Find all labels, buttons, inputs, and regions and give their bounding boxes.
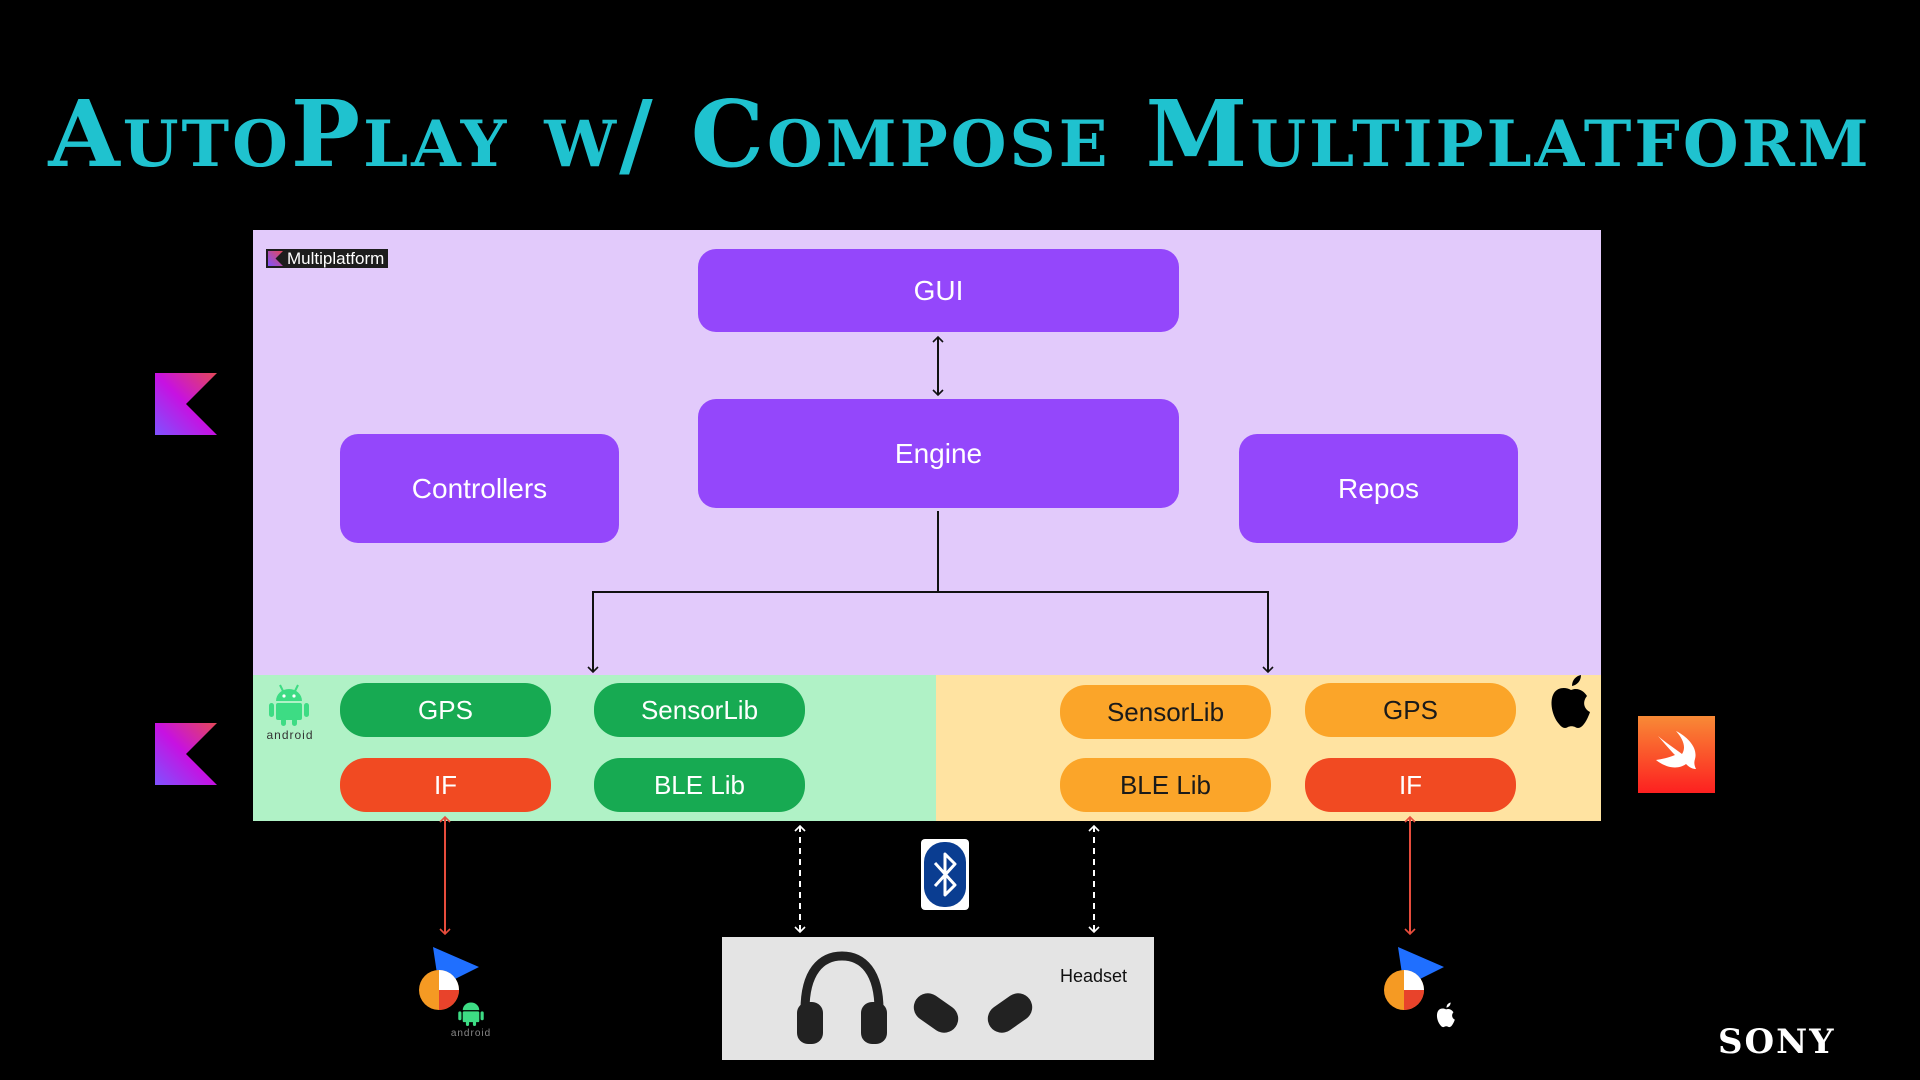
ios-ble-pill: BLE Lib: [1060, 758, 1271, 812]
android-if-pill: IF: [340, 758, 551, 812]
ios-if-label: IF: [1398, 769, 1423, 800]
gui-label: GUI: [913, 274, 964, 306]
android-sensorlib-label: SensorLib: [640, 694, 759, 725]
controllers-box: Controllers: [340, 434, 619, 543]
repos-box: Repos: [1239, 434, 1518, 543]
android-icon: [269, 684, 309, 726]
ios-gps-label: GPS: [1383, 694, 1438, 725]
engine-to-android-arrow: [587, 591, 938, 674]
android-ble-label: BLE Lib: [653, 769, 746, 800]
apple-icon: [1551, 675, 1590, 728]
android-ble-pill: BLE Lib: [594, 758, 805, 812]
headphones-icon: [797, 951, 887, 1044]
bluetooth-icon: [921, 839, 969, 910]
gui-box: GUI: [698, 249, 1179, 332]
engine-box: Engine: [698, 399, 1179, 508]
kotlin-icon: [155, 373, 217, 435]
android-if-label: IF: [433, 769, 458, 800]
ios-if-pill: IF: [1305, 758, 1516, 812]
android-gps-pill: GPS: [340, 683, 551, 737]
page-title: AutoPlay w/ Compose Multiplatform: [48, 80, 1872, 188]
autoplay-app-icon: [419, 947, 479, 1010]
swift-icon: [1638, 716, 1715, 793]
engine-label: Engine: [894, 437, 983, 469]
ios-gps-pill: GPS: [1305, 683, 1516, 737]
autoplay-app-icon: [1384, 947, 1444, 1010]
android-gps-label: GPS: [418, 694, 473, 725]
kotlin-icon: [155, 723, 217, 785]
earbuds-icon: [913, 993, 1033, 1033]
ios-ble-label: BLE Lib: [1119, 769, 1212, 800]
engine-to-ios-arrow: [938, 591, 1274, 674]
controllers-label: Controllers: [411, 472, 548, 504]
android-wordmark: android: [266, 728, 314, 742]
repos-label: Repos: [1338, 472, 1419, 504]
android-wordmark: android: [450, 1028, 492, 1039]
android-sensorlib-pill: SensorLib: [594, 683, 805, 737]
apple-icon: [1436, 1002, 1455, 1028]
sony-logo: SONY: [1718, 1022, 1836, 1062]
multiplatform-badge-label: Multiplatform: [287, 248, 385, 268]
ios-sensorlib-label: SensorLib: [1106, 696, 1225, 727]
headset-label: Headset: [1060, 966, 1128, 986]
kotlin-icon: [268, 251, 283, 266]
ios-sensorlib-pill: SensorLib: [1060, 685, 1271, 739]
android-icon: [458, 1002, 484, 1026]
multiplatform-badge: Multiplatform: [266, 248, 389, 268]
